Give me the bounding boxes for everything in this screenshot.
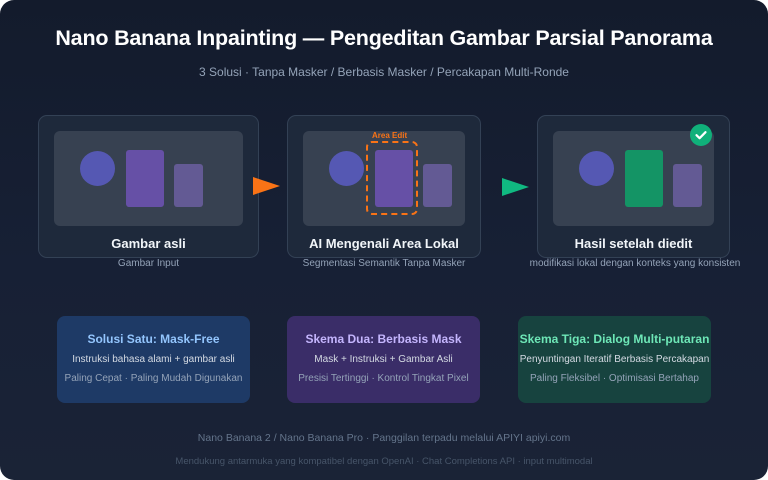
card-label: AI Mengenali Area Lokal xyxy=(309,236,459,251)
scheme-title: Solusi Satu: Mask-Free xyxy=(87,332,220,346)
scheme-tags: Paling Fleksibel · Optimisasi Bertahap xyxy=(530,373,699,384)
circle-shape-icon xyxy=(80,151,115,186)
edit-area-label: Area Edit xyxy=(372,131,408,140)
scheme-description: Mask + Instruksi + Gambar Asli xyxy=(314,354,453,365)
edited-rect-shape-icon xyxy=(625,150,663,207)
scheme-mask-free: Solusi Satu: Mask-Free Instruksi bahasa … xyxy=(57,316,250,403)
rect-shape-icon xyxy=(174,164,203,207)
card-caption: Segmentasi Semantik Tanpa Masker xyxy=(302,258,466,269)
ai-segmentation-card: Area Edit AI Mengenali Area Lokal xyxy=(287,115,481,258)
scheme-title: Skema Dua: Berbasis Mask xyxy=(305,332,462,346)
card-caption: Gambar Input xyxy=(117,258,180,269)
scheme-description: Penyuntingan Iteratif Berbasis Percakapa… xyxy=(519,354,710,365)
scheme-multi-turn: Skema Tiga: Dialog Multi-putaran Penyunt… xyxy=(518,316,711,403)
target-rect-shape-icon xyxy=(375,150,413,207)
rect-shape-icon xyxy=(673,164,702,207)
page-title: Nano Banana Inpainting — Pengeditan Gamb… xyxy=(55,26,713,50)
arrow-right-icon xyxy=(253,177,280,195)
target-rect-shape-icon xyxy=(126,150,164,207)
image-frame xyxy=(54,131,243,226)
edited-result-card: Hasil setelah diedit xyxy=(537,115,730,258)
scheme-mask-based: Skema Dua: Berbasis Mask Mask + Instruks… xyxy=(287,316,480,403)
rect-shape-icon xyxy=(423,164,452,207)
scheme-tags: Presisi Tertinggi · Kontrol Tingkat Pixe… xyxy=(298,373,469,384)
image-frame xyxy=(553,131,714,226)
arrow-right-icon xyxy=(502,178,529,196)
scheme-description: Instruksi bahasa alami + gambar asli xyxy=(72,354,235,365)
circle-shape-icon xyxy=(329,151,364,186)
image-frame: Area Edit xyxy=(303,131,465,226)
card-caption: modifikasi lokal dengan konteks yang kon… xyxy=(529,258,741,269)
circle-shape-icon xyxy=(579,151,614,186)
check-circle-icon xyxy=(690,124,712,146)
page-subtitle: 3 Solusi · Tanpa Masker / Berbasis Maske… xyxy=(199,65,569,79)
footer-line-2: Mendukung antarmuka yang kompatibel deng… xyxy=(175,456,593,467)
card-label: Gambar asli xyxy=(111,236,186,251)
footer-line-1: Nano Banana 2 / Nano Banana Pro · Panggi… xyxy=(197,432,571,444)
scheme-tags: Paling Cepat · Paling Mudah Digunakan xyxy=(64,373,243,384)
original-image-card: Gambar asli xyxy=(38,115,259,258)
card-label: Hasil setelah diedit xyxy=(574,236,693,251)
edit-area-outline xyxy=(366,141,418,215)
scheme-title: Skema Tiga: Dialog Multi-putaran xyxy=(519,332,710,346)
